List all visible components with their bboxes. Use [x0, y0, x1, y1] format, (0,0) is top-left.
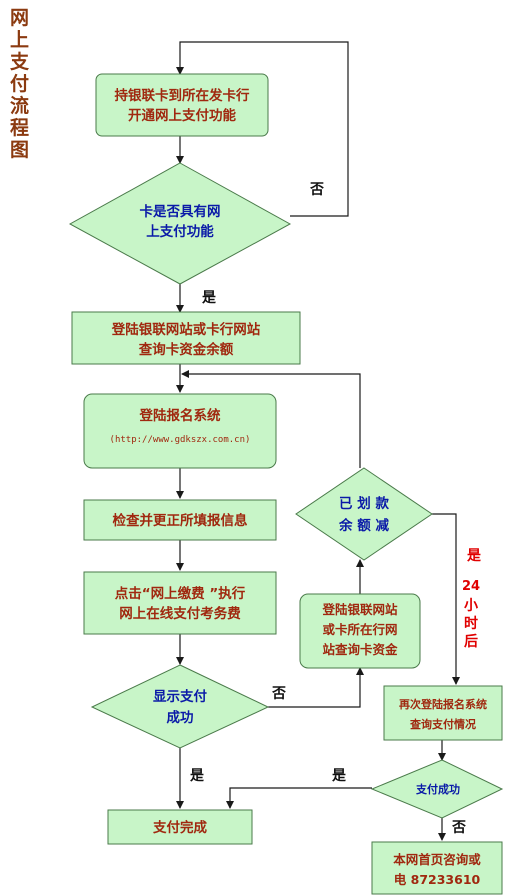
label-yes-success: 是: [332, 768, 347, 784]
node-query-bank-line2: 或卡所在行网: [322, 622, 397, 637]
node-query-bank-line3: 站查询卡资金: [322, 642, 398, 657]
node-pay-success-line1: 支付成功: [415, 782, 460, 796]
node-has-online-pay-line2: 上支付功能: [146, 223, 214, 240]
node-activate: 持银联卡到所在发卡行 开通网上支付功能: [95, 73, 269, 137]
node-complete: 支付完成: [107, 809, 253, 845]
node-check-info: 检查并更正所填报信息: [83, 499, 277, 541]
node-login-system-url: (http://www.gdkszx.com.cn): [110, 435, 251, 445]
page-title: 网 上 支 付 流 程 图: [9, 7, 30, 161]
node-deducted-line2: 余 额 减: [338, 517, 389, 534]
node-login-system: 登陆报名系统 (http://www.gdkszx.com.cn): [83, 393, 277, 469]
node-show-success: 显示支付 成功: [90, 664, 270, 749]
label-yes-show: 是: [190, 768, 205, 784]
label-no-top: 否: [309, 182, 324, 198]
label-after-24h-c2: 时: [464, 615, 478, 632]
label-no-show: 否: [271, 686, 286, 702]
edge-no-loop: [176, 41, 349, 217]
title-char-7: 图: [10, 139, 29, 161]
title-char-4: 付: [10, 72, 29, 95]
node-relogin-line1: 再次登陆报名系统: [399, 697, 487, 711]
edge-deducted-back: [181, 370, 361, 468]
label-yes-top: 是: [202, 290, 217, 306]
node-query-balance: 登陆银联网站或卡行网站 查询卡资金余额: [71, 311, 301, 365]
node-pay-online-line1: 点击“网上缴费 ”执行: [115, 585, 246, 602]
label-after-24h: 24 小 时 后: [462, 579, 480, 650]
node-query-balance-line1: 登陆银联网站或卡行网站: [111, 321, 261, 338]
node-show-success-line1: 显示支付: [153, 688, 207, 705]
title-char-3: 支: [9, 51, 30, 73]
node-consult: 本网首页咨询或 电 87233610: [371, 841, 503, 895]
node-query-bank-line1: 登陆银联网站: [321, 602, 398, 617]
edge-success-yes: [226, 787, 372, 809]
node-query-bank: 登陆银联网站 或卡所在行网 站查询卡资金: [299, 593, 421, 669]
label-no-success: 否: [451, 820, 466, 836]
label-after-24h-num: 24: [462, 579, 480, 594]
node-has-online-pay: 卡是否具有网 上支付功能: [68, 162, 292, 285]
node-has-online-pay-line1: 卡是否具有网: [140, 203, 221, 220]
node-login-system-line1: 登陆报名系统: [139, 407, 221, 424]
edge-deducted-yes: [432, 513, 460, 685]
node-consult-line2: 电 87233610: [394, 872, 481, 887]
node-pay-online: 点击“网上缴费 ”执行 网上在线支付考务费: [83, 571, 277, 635]
node-relogin-line2: 查询支付情况: [410, 717, 476, 731]
label-yes-deducted: 是: [467, 548, 482, 564]
node-consult-line1: 本网首页咨询或: [393, 852, 481, 867]
node-pay-online-line2: 网上在线支付考务费: [119, 605, 241, 622]
label-after-24h-c1: 小: [464, 598, 478, 614]
node-activate-line2: 开通网上支付功能: [128, 107, 236, 124]
title-char-6: 程: [10, 117, 29, 139]
node-deducted-line1: 已 划 款: [339, 495, 389, 512]
node-pay-success: 支付成功: [370, 759, 504, 819]
title-char-2: 上: [10, 29, 29, 51]
node-query-balance-line2: 查询卡资金余额: [139, 341, 234, 358]
node-complete-line1: 支付完成: [152, 819, 207, 836]
title-char-5: 流: [10, 94, 29, 117]
node-relogin: 再次登陆报名系统 查询支付情况: [383, 685, 503, 741]
node-check-info-line1: 检查并更正所填报信息: [113, 512, 248, 529]
label-after-24h-c3: 后: [464, 633, 478, 650]
node-deducted: 已 划 款 余 额 减: [295, 467, 433, 561]
node-show-success-line2: 成功: [167, 709, 194, 726]
edge-show-no-to-bank: [268, 667, 364, 708]
title-char-1: 网: [10, 7, 29, 29]
node-activate-line1: 持银联卡到所在发卡行: [115, 87, 250, 104]
